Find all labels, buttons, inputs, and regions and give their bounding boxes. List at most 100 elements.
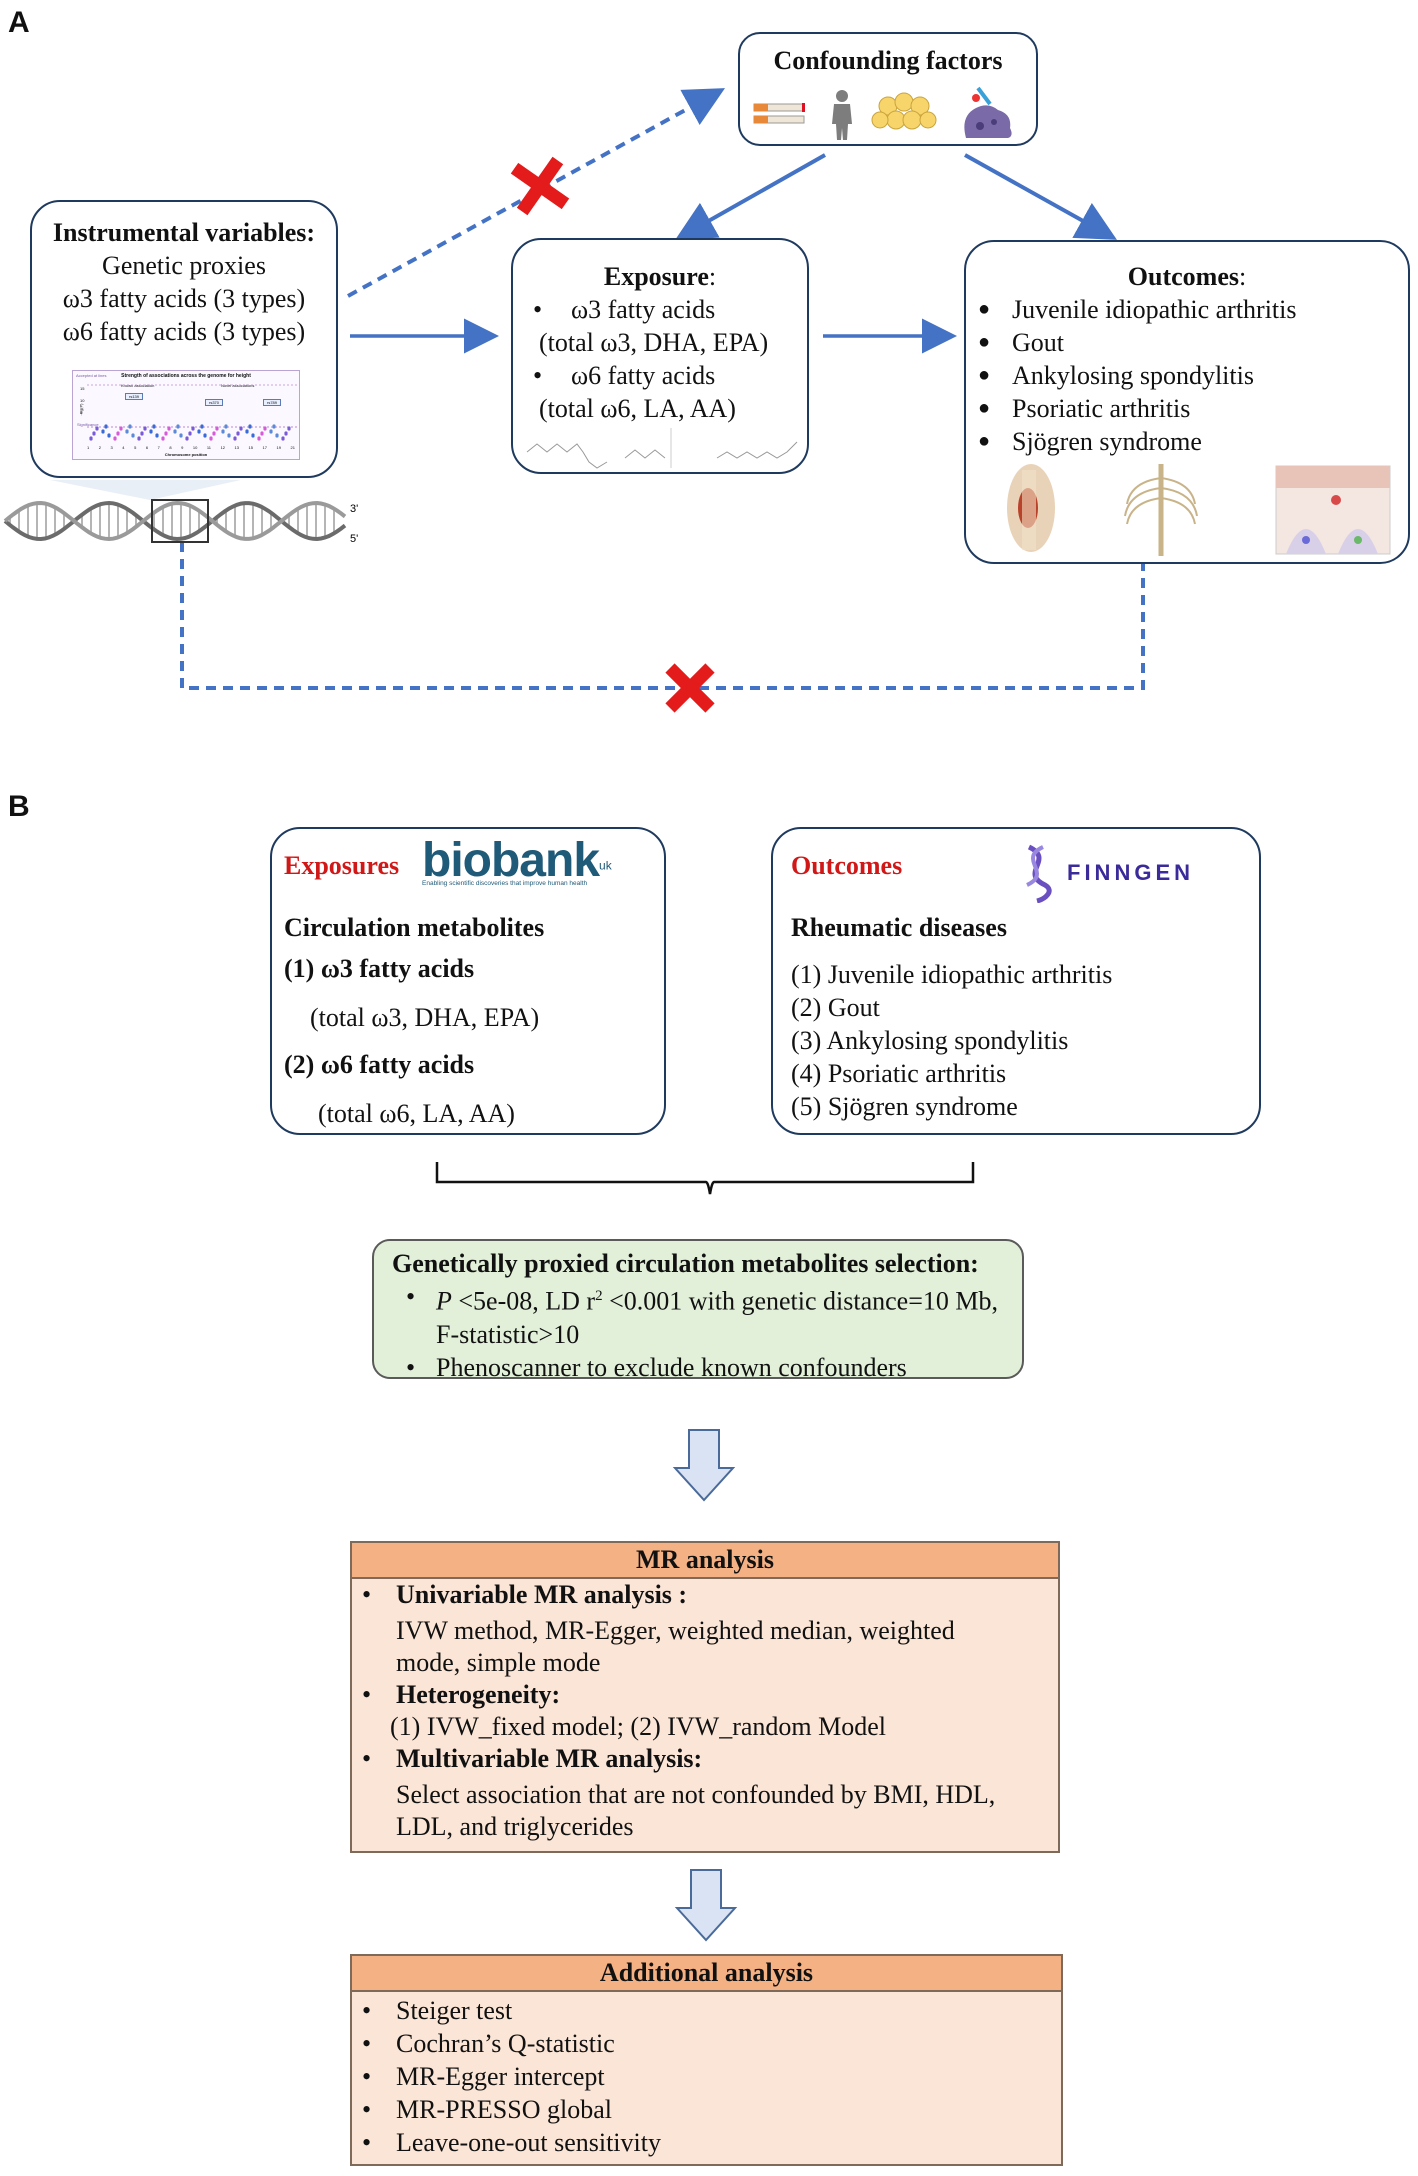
mr-multivariable-text-2: LDL, and triglycerides xyxy=(396,1812,634,1841)
disc-bullet: ● xyxy=(978,397,991,419)
curly-brace xyxy=(435,1162,975,1195)
chromosome-tick: 9 xyxy=(181,445,184,450)
spine-ribcage-illustration xyxy=(1124,464,1198,556)
manhattan-accepted: Accepted at lines xyxy=(76,373,107,378)
manhattan-dot xyxy=(131,433,135,437)
disc-bullet: ● xyxy=(978,331,991,353)
chromosome-tick: 12 xyxy=(220,445,226,450)
exposures-b-omega3-detail: (total ω3, DHA, EPA) xyxy=(310,1003,540,1032)
manhattan-dot xyxy=(161,436,165,440)
additional-analysis-header: Additional analysis xyxy=(352,1956,1061,1992)
additional-item: Steiger test xyxy=(396,1996,513,2025)
chromosome-tick: 8 xyxy=(169,445,172,450)
panel-a-connectors xyxy=(180,88,1145,713)
chromosome-tick: 13 xyxy=(234,445,239,450)
manhattan-dot xyxy=(164,431,168,435)
uk-biobank-logo: biobankuk Enabling scientific discoverie… xyxy=(422,833,612,887)
dna-helix: 3' 5' xyxy=(3,480,358,545)
manhattan-dot xyxy=(239,426,243,430)
additional-item: Cochran’s Q-statistic xyxy=(396,2029,615,2058)
arrow-confounders-to-outcomes xyxy=(964,153,1117,240)
outcomes-b-item: (4) Psoriatic arthritis xyxy=(791,1059,1007,1088)
manhattan-dot xyxy=(95,426,99,430)
outcome-sjogren: Sjögren syndrome xyxy=(1012,427,1202,456)
instrumental-line-1: Genetic proxies xyxy=(102,251,266,280)
manhattan-dot xyxy=(149,429,153,433)
manhattan-plot: Strength of associations across the geno… xyxy=(72,370,300,460)
manhattan-dot xyxy=(173,429,177,433)
cross-mark-direct-path xyxy=(665,663,715,713)
exposure-item-omega6: ω6 fatty acids xyxy=(571,361,716,390)
bullet: • xyxy=(362,2062,372,2091)
manhattan-dot xyxy=(227,433,231,437)
anatomy-illustrations xyxy=(1007,464,1391,556)
manhattan-dot xyxy=(116,431,120,435)
selection-criteria-b: <0.001 with genetic distance=10 Mb, xyxy=(602,1286,998,1316)
down-arrow-selection-to-mr xyxy=(672,1429,736,1502)
chromosome-tick: 15 xyxy=(248,445,253,450)
immune-cell-icon xyxy=(964,86,1012,138)
manhattan-dot xyxy=(236,431,240,435)
disc-bullet: ● xyxy=(978,430,991,452)
snp-label: rs370 xyxy=(205,399,224,406)
chromosome-tick: 7 xyxy=(157,445,160,450)
panel-b-connectors xyxy=(435,1162,975,1942)
manhattan-dot xyxy=(89,436,93,440)
manhattan-dot xyxy=(269,429,273,433)
chromosome-tick: 17 xyxy=(262,445,267,450)
manhattan-xlabel: Chromosome position xyxy=(164,452,208,457)
disc-bullet: ● xyxy=(978,298,991,320)
manhattan-dot xyxy=(215,426,219,430)
exposure-title: Exposure xyxy=(603,262,709,291)
finngen-helix-icon xyxy=(1026,844,1052,903)
manhattan-dot xyxy=(152,424,156,428)
snp-label: rs789 xyxy=(263,399,282,406)
exposures-b-omega6-detail: (total ω6, LA, AA) xyxy=(318,1099,515,1128)
chromosome-tick: 21 xyxy=(290,445,295,450)
manhattan-dot xyxy=(224,424,228,428)
exposure-colon: : xyxy=(708,262,717,291)
instrumental-line-3: ω6 fatty acids (3 types) xyxy=(62,317,306,346)
exposures-b-omega3: (1) ω3 fatty acids xyxy=(284,954,475,983)
bullet: • xyxy=(362,1996,372,2025)
bullet: • xyxy=(533,361,543,390)
selection-box: Genetically proxied circulation metaboli… xyxy=(372,1239,1024,1382)
mr-univariable-methods: IVW method, MR-Egger, weighted median, w… xyxy=(396,1616,955,1645)
bullet: • xyxy=(533,295,543,324)
bullet: • xyxy=(362,2029,372,2058)
manhattan-significance: Significance xyxy=(77,422,99,427)
chromosome-tick: 19 xyxy=(276,445,281,450)
manhattan-novel-label: Novel associations xyxy=(221,383,255,388)
selection-phenoscanner: Phenoscanner to exclude known confounder… xyxy=(436,1352,907,1382)
selection-p: P xyxy=(436,1286,452,1316)
additional-analysis-box: Additional analysis • Steiger test • Cochr… xyxy=(350,1954,1063,2166)
manhattan-dot xyxy=(275,433,279,437)
mr-heterogeneity-title: Heterogeneity: xyxy=(396,1680,561,1709)
manhattan-dot xyxy=(197,429,201,433)
manhattan-dot xyxy=(260,431,264,435)
dna-label-3prime: 3' xyxy=(350,503,358,515)
manhattan-dot xyxy=(167,426,171,430)
exposure-box: Exposure: •ω3 fatty acids (total ω3, DHA… xyxy=(511,238,809,474)
disc-bullet: ● xyxy=(978,364,991,386)
outcomes-box-b: Outcomes FINNGEN Rheumatic diseases (1) … xyxy=(771,827,1261,1135)
manhattan-dot xyxy=(137,436,141,440)
manhattan-dot xyxy=(251,433,255,437)
mr-multivariable-title: Multivariable MR analysis: xyxy=(396,1744,703,1773)
instrumental-title: Instrumental variables: xyxy=(52,218,316,247)
manhattan-dot xyxy=(191,426,195,430)
manhattan-dot xyxy=(185,436,189,440)
outcomes-box-a: Outcomes: ●Juvenile idiopathic arthritis… xyxy=(964,240,1410,564)
bullet: • xyxy=(362,2128,372,2157)
chromosome-tick: 10 xyxy=(192,445,198,450)
mr-univariable-methods-2: mode, simple mode xyxy=(396,1648,601,1677)
instrumental-variables-box: Instrumental variables: Genetic proxies … xyxy=(30,200,338,478)
bullet: • xyxy=(406,1282,416,1311)
manhattan-title: Strength of associations across the geno… xyxy=(121,373,251,379)
chromosome-tick: 5 xyxy=(134,445,137,450)
manhattan-dot xyxy=(287,426,291,430)
exposures-b-omega6: (2) ω6 fatty acids xyxy=(284,1050,475,1079)
finngen-logo: FINNGEN xyxy=(1015,843,1194,903)
bullet: • xyxy=(362,2095,372,2124)
cross-mark-confounders xyxy=(510,156,570,216)
